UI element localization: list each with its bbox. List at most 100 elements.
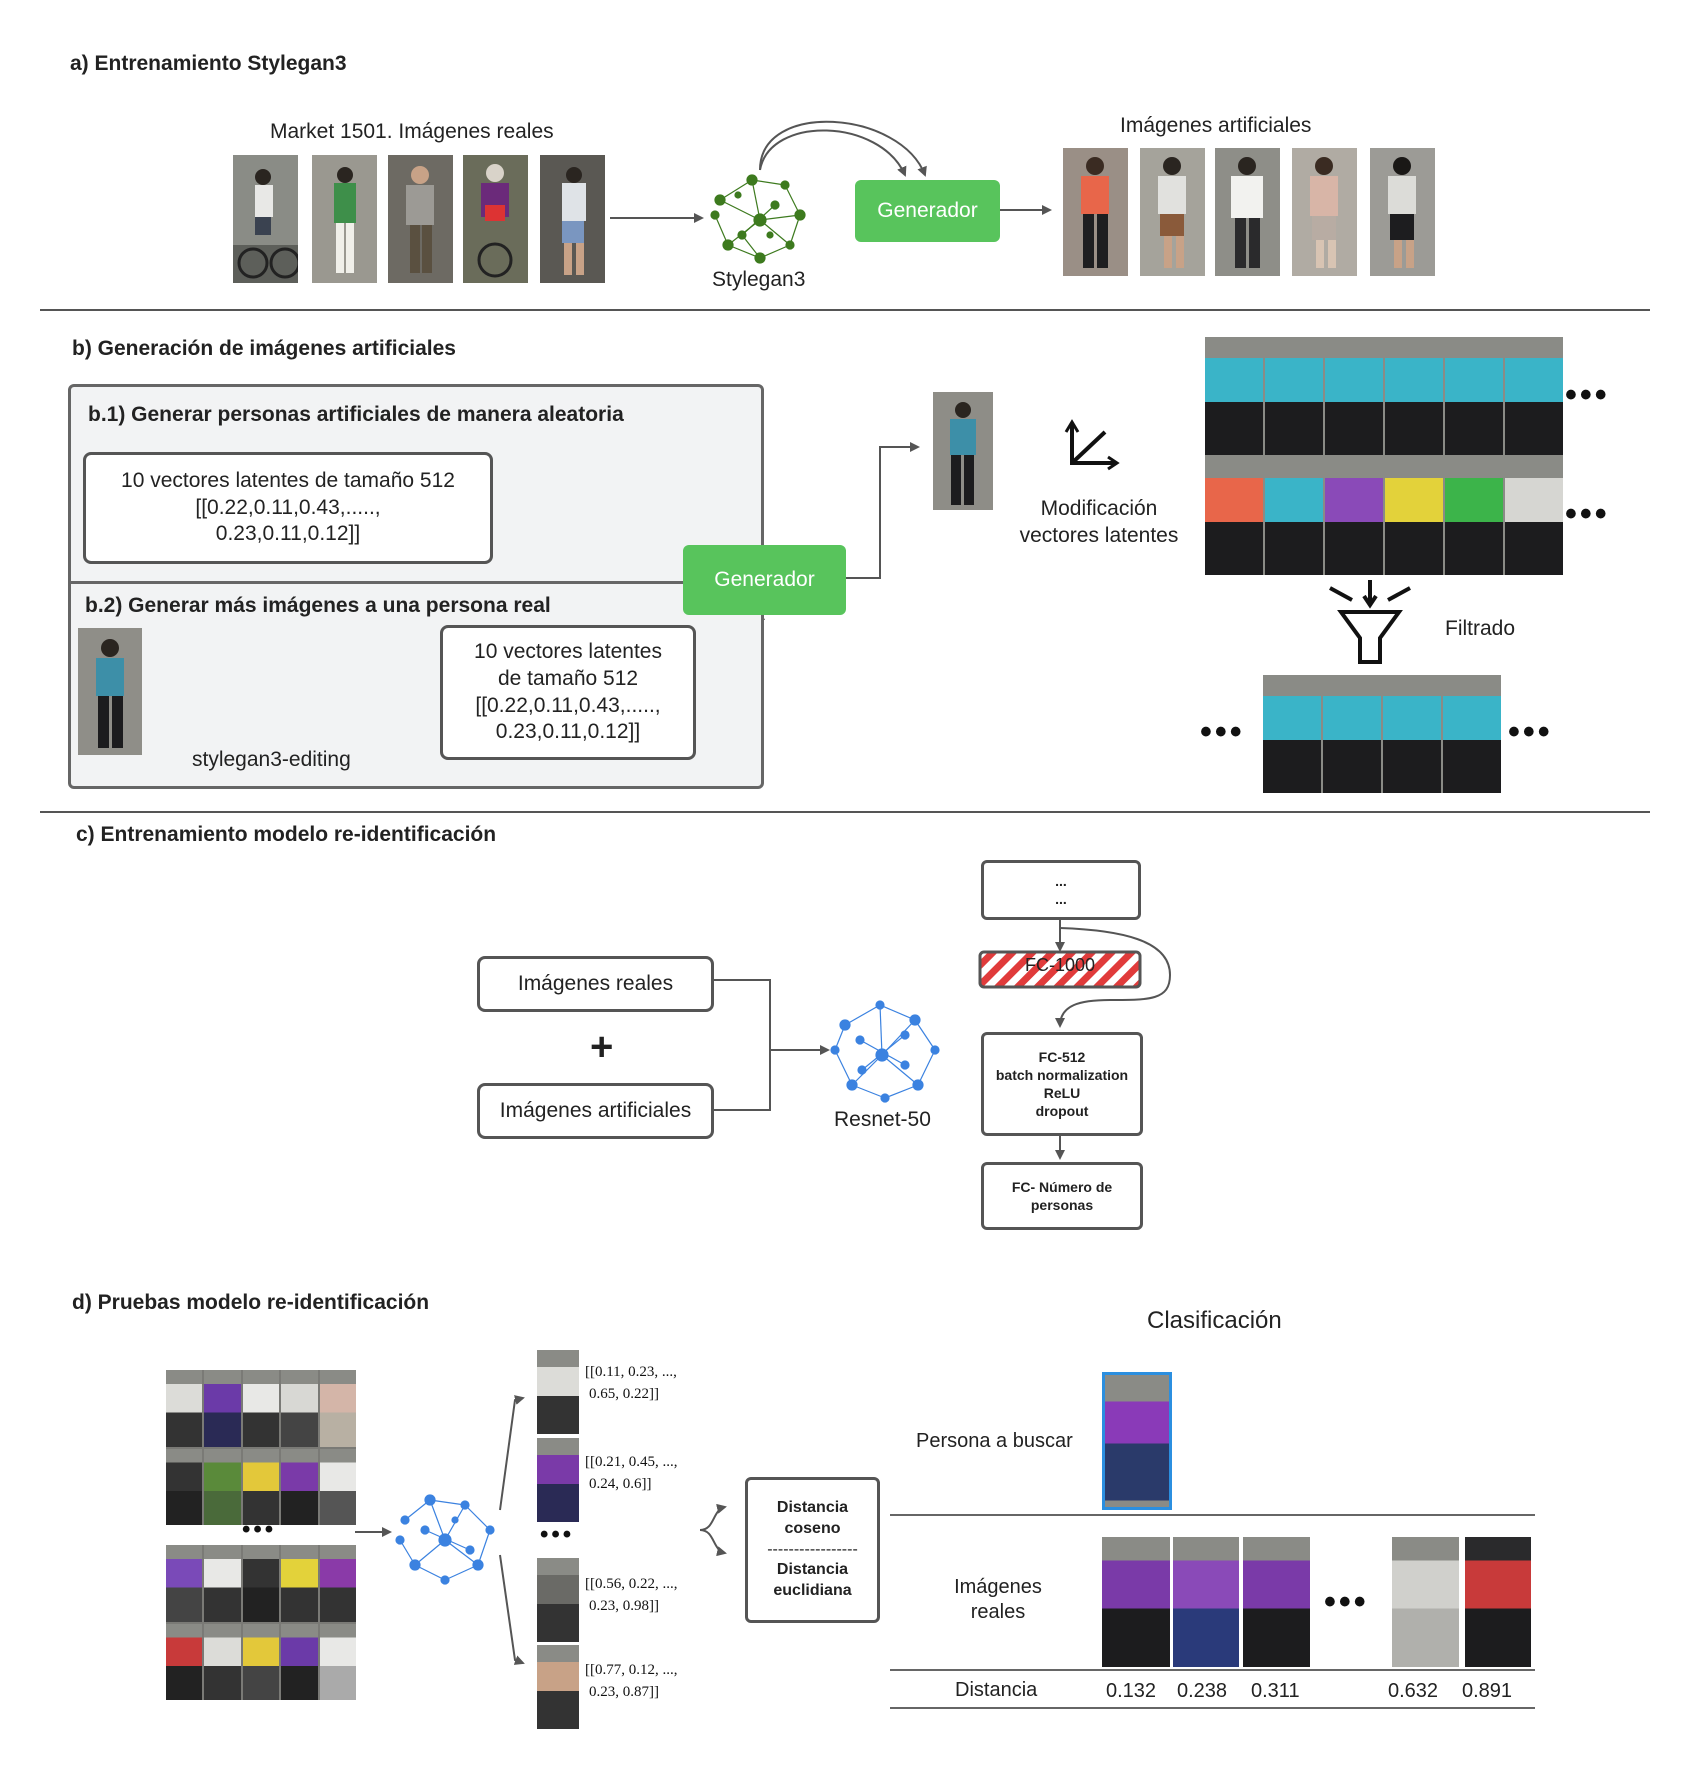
dataset-thumb (319, 1545, 356, 1622)
b1-box-line: [[0.22,0.11,0.43,....., (195, 495, 381, 519)
reid-network-icon (395, 1494, 495, 1585)
embedding-vector-2: [[0.21, 0.45, ..., 0.24, 0.6]] (585, 1452, 678, 1496)
b2-box-line: de tamaño 512 (497, 666, 639, 690)
real-images-label: Market 1501. Imágenes reales (270, 120, 554, 143)
section-a-title: a) Entrenamiento Stylegan3 (70, 52, 347, 75)
arrow-network-to-vec1 (499, 1395, 525, 1511)
vector-line: 0.24, 0.6]] (589, 1475, 652, 1492)
arrow-stylegan-to-generator-1 (759, 120, 927, 177)
fc-output-line: FC- Número de (1011, 1178, 1113, 1195)
artificial-person-photo (1140, 148, 1205, 276)
fc-output-box: FC- Número de personas (981, 1162, 1143, 1230)
vector-line: 0.65, 0.22]] (589, 1385, 659, 1402)
distance-value: 0.311 (1251, 1680, 1300, 1702)
generated-person-thumb (1205, 457, 1263, 575)
arrow-stylegan-to-generator-2 (759, 129, 907, 177)
generated-person-thumb (1205, 337, 1263, 455)
classification-title: Clasificación (1147, 1307, 1282, 1334)
dataset-thumb (204, 1623, 241, 1700)
vector-line: 0.23, 0.87]] (589, 1683, 659, 1700)
distance-separator: ----------------- (767, 1540, 858, 1558)
artificial-person-photo (1370, 148, 1435, 276)
real-images-box: Imágenes reales (477, 956, 714, 1012)
arrow-generator-to-output (843, 442, 920, 579)
layers-ellipsis-box: ... ... (981, 860, 1141, 920)
b1-box-line: 0.23,0.11,0.12]] (215, 522, 361, 546)
arrow-vectors-to-distance-2 (699, 1529, 727, 1557)
generated-person-thumb (1385, 337, 1443, 455)
b1-title: b.1) Generar personas artificiales de ma… (88, 403, 624, 426)
resnet50-network-icon (830, 1000, 940, 1103)
generated-person-thumb (1445, 457, 1503, 575)
dataset-thumb (281, 1545, 318, 1622)
axis-modification-icon (1064, 419, 1120, 471)
divider-b-c (40, 811, 1650, 813)
vector-line: [[0.56, 0.22, ..., (585, 1576, 678, 1592)
section-b-title: b) Generación de imágenes artificiales (72, 337, 456, 360)
dataset-thumb (319, 1448, 356, 1525)
query-person-label: Persona a buscar (916, 1430, 1073, 1452)
ellipsis-line: ... (1055, 872, 1067, 889)
embedding-person-thumb (537, 1558, 579, 1642)
artificial-person-photo (1292, 148, 1357, 276)
fc512-line: ReLU (1043, 1085, 1081, 1101)
dataset-thumb (319, 1623, 356, 1700)
filtered-images-strip (1263, 675, 1501, 793)
generated-person-thumb (1265, 337, 1323, 455)
ellipsis-icon: ••• (1565, 376, 1610, 414)
vector-line: [[0.11, 0.23, ..., (585, 1364, 677, 1380)
gallery-label-line: reales (970, 1601, 1026, 1623)
ellipsis-icon: ••• (540, 1521, 575, 1548)
generated-images-grid (1205, 337, 1563, 575)
dataset-thumb (281, 1623, 318, 1700)
arrow-vectors-to-distance-1 (699, 1503, 727, 1531)
artificial-images-box: Imágenes artificiales (477, 1083, 714, 1139)
dataset-thumb (242, 1448, 280, 1525)
fc1000-box (978, 950, 1142, 989)
generated-person-thumb (1505, 457, 1563, 575)
generated-person-thumb (1265, 457, 1323, 575)
real-person-photo (312, 155, 377, 283)
embedding-vector-4: [[0.77, 0.12, ..., 0.23, 0.87]] (585, 1660, 678, 1704)
b2-title: b.2) Generar más imágenes a una persona … (85, 594, 551, 617)
distance-line: Distancia (776, 1561, 849, 1579)
stylegan3-editing-label: stylegan3-editing (192, 748, 351, 771)
stylegan3-network-icon (710, 174, 806, 264)
generated-person-thumb (1445, 337, 1503, 455)
section-d-title: d) Pruebas modelo re-identificación (72, 1291, 430, 1314)
dataset-thumb (166, 1370, 203, 1447)
filtered-person-thumb (1323, 675, 1381, 793)
fc512-box: FC-512 batch normalization ReLU dropout (981, 1032, 1143, 1136)
stylegan3-label: Stylegan3 (712, 268, 806, 291)
dataset-thumb (204, 1370, 241, 1447)
fc-output-line: personas (1030, 1197, 1094, 1213)
embedding-person-thumb (537, 1438, 579, 1522)
distance-line: Distancia (776, 1499, 849, 1516)
gallery-person-photo (1173, 1537, 1239, 1667)
b2-box-line: 10 vectores latentes (474, 639, 662, 663)
gallery-person-photo (1102, 1537, 1170, 1667)
ellipsis-icon: ••• (1508, 713, 1553, 751)
real-person-photo (233, 155, 298, 283)
artificial-person-photo (1215, 148, 1280, 276)
filtered-person-thumb (1383, 675, 1441, 793)
ellipsis-icon: ••• (1200, 713, 1245, 751)
resnet50-label: Resnet-50 (834, 1108, 931, 1131)
plus-icon: + (590, 1025, 614, 1069)
query-dataset-grid (166, 1370, 356, 1525)
modification-line: vectores latentes (1019, 524, 1179, 548)
dataset-thumb (281, 1448, 318, 1525)
ellipsis-icon: ••• (1565, 495, 1610, 533)
dataset-thumb (204, 1545, 241, 1622)
real-person-photo (463, 155, 528, 283)
generator-box-a: Generador (855, 180, 1000, 242)
ellipsis-icon: ••• (1324, 1583, 1369, 1621)
generated-person-thumb (1505, 337, 1563, 455)
generated-person-thumb (1325, 457, 1383, 575)
generated-person-photo (933, 392, 993, 510)
gallery-person-photo (1243, 1537, 1310, 1667)
filter-funnel-icon (1329, 580, 1411, 664)
dataset-thumb (166, 1545, 203, 1622)
distance-value: 0.632 (1388, 1680, 1439, 1702)
